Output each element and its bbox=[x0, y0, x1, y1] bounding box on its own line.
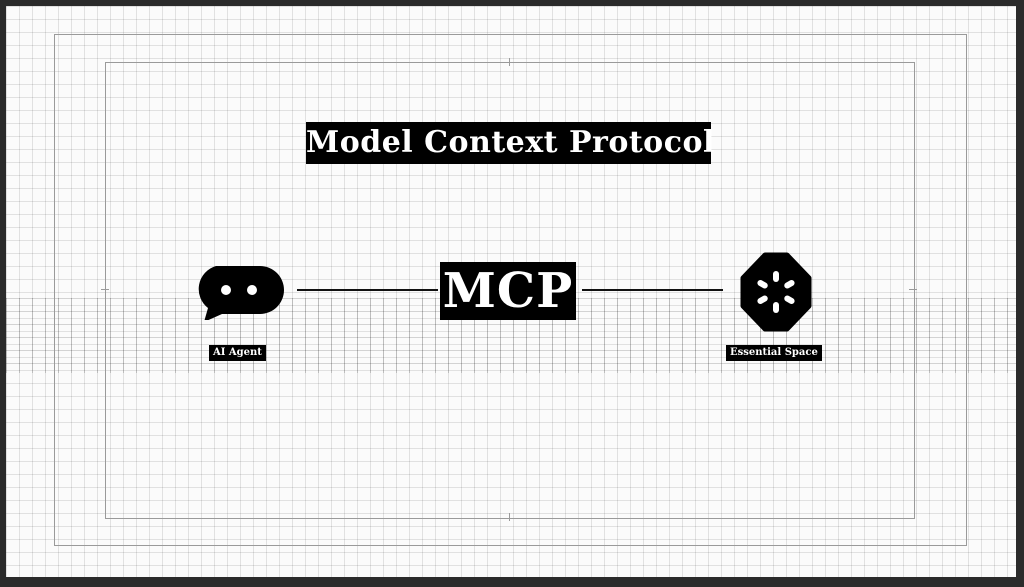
frame-tick-right bbox=[909, 289, 917, 290]
frame-tick-top bbox=[509, 58, 510, 66]
mcp-node: MCP bbox=[440, 262, 576, 320]
frame-tick-left bbox=[101, 289, 109, 290]
frame-tick-bottom bbox=[509, 513, 510, 521]
chat-bubble-icon bbox=[198, 266, 284, 320]
inner-frame bbox=[105, 62, 915, 519]
diagram-title: Model Context Protocol bbox=[306, 122, 714, 164]
hexagon-spark-icon bbox=[740, 252, 812, 332]
diagram-canvas: Model Context Protocol MCP AI Agent Esse… bbox=[6, 6, 1016, 577]
edge-agent-mcp bbox=[297, 289, 438, 291]
outer-frame bbox=[54, 34, 967, 546]
node-label-essential-space: Essential Space bbox=[726, 345, 822, 361]
edge-mcp-space bbox=[582, 289, 723, 291]
node-label-ai-agent: AI Agent bbox=[209, 345, 266, 361]
